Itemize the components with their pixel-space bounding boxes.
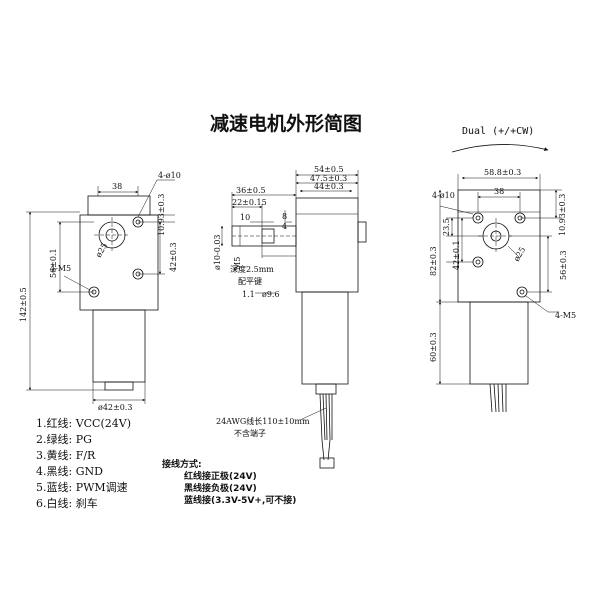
left-dim-38: 38 [112, 182, 122, 191]
right-mount-hole [472, 256, 484, 268]
right-dim-82: 82±0.3 [429, 246, 438, 276]
right-motor-body [469, 301, 529, 385]
right-mount-hole [516, 286, 528, 298]
wire-item-blue: 5.蓝线: PWM调速 [36, 480, 128, 494]
left-dim-25: ø25 [94, 242, 109, 259]
side-dim-8: 8 [282, 212, 287, 221]
side-dim-22: 22±0.15 [232, 198, 267, 207]
side-dim-47-5: 47.5±0.3 [310, 174, 347, 183]
side-dim-4: 4 [282, 222, 287, 231]
wiring-heading: 接线方式: [162, 458, 202, 470]
side-key-label: 配平键 [238, 276, 262, 286]
right-view [436, 144, 562, 413]
side-dim-36: 36±0.5 [236, 186, 266, 195]
side-view [220, 170, 367, 469]
left-hole-label: 4-ø10 [158, 171, 181, 180]
wiring-line: 黑线接负极(24V) [184, 482, 257, 494]
left-dim-motor-dia: ø42±0.3 [98, 403, 132, 412]
drawing-title: 减速电机外形简图 [210, 112, 362, 135]
left-m5-label: 4-M5 [50, 264, 71, 273]
wire-item-black: 4.黑线: GND [36, 464, 103, 478]
side-dim-54: 54±0.5 [314, 165, 344, 174]
left-dim-10-93: 10.93±0.3 [157, 194, 166, 236]
rotation-arrow [451, 144, 549, 153]
right-mount-hole [472, 212, 484, 224]
right-m5-label: 4-M5 [555, 311, 576, 320]
side-m5-label: M5 [233, 257, 242, 270]
right-dim-60: 60±0.3 [429, 332, 438, 362]
wire-item-yellow: 3.黄线: F/R [36, 448, 96, 462]
right-hole-label: 4-ø10 [432, 191, 455, 200]
right-wire-bundle [489, 383, 507, 413]
side-gearbox [295, 197, 359, 293]
right-dim-25: ø25 [512, 246, 527, 263]
wiring-line: 红线接正极(24V) [184, 470, 257, 482]
side-motor-body [301, 291, 349, 385]
right-dim-42: 42±0.1 [452, 240, 461, 270]
left-gearbox-plate [79, 214, 159, 311]
right-dim-56: 56±0.3 [559, 250, 568, 280]
side-shaft-dia: ø10-0.03 [213, 234, 222, 270]
right-dim-38: 38 [494, 187, 504, 196]
left-dim-142: 142±0.5 [19, 287, 28, 322]
right-dim-58-8: 58.8±0.3 [484, 168, 521, 177]
side-key-depth: 深度2.5mm [230, 264, 274, 274]
left-dim-56: 56±0.1 [49, 248, 58, 278]
right-dim-10-93: 10.93±0.3 [558, 194, 567, 236]
left-top-bracket [87, 195, 151, 216]
side-dim-10: 10 [240, 213, 250, 222]
wire-item-green: 2.绿线: PG [36, 432, 92, 446]
side-wire-bundle [319, 393, 335, 469]
wire-item-red: 1.红线: VCC(24V) [36, 416, 131, 430]
left-view [26, 179, 175, 404]
left-dim-42: 42±0.3 [169, 242, 178, 272]
rotation-label: Dual (+/+CW) [462, 126, 534, 137]
side-no-terminal: 不含端子 [234, 428, 266, 438]
side-dim-44: 44±0.3 [314, 182, 344, 191]
right-gearbox-plate [457, 189, 541, 303]
side-dim-9-6: ø9.6 [262, 290, 280, 299]
right-dim-23-5: 23.5 [442, 218, 451, 236]
wiring-line: 蓝线接(3.3V-5V+,可不接) [184, 494, 296, 506]
side-dim-1-1: 1.1 [242, 290, 255, 299]
side-wire-length: 24AWG线长110±10mm [216, 416, 310, 426]
left-motor-body [92, 309, 146, 383]
wire-item-white: 6.白线: 刹车 [36, 496, 98, 510]
